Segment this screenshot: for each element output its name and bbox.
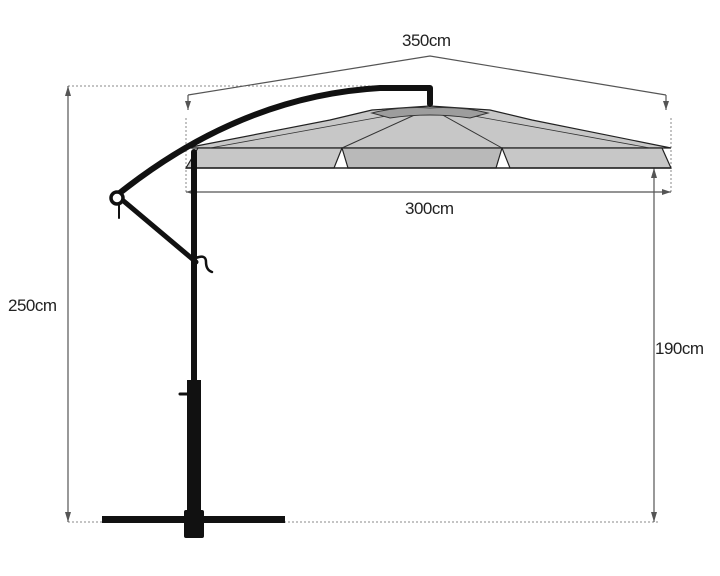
canopy-vent-cap: [370, 107, 490, 119]
roof-dimension-left-arrow: [185, 101, 191, 110]
curved-arm: [113, 85, 433, 199]
canopy-width-right-arrow: [662, 189, 671, 195]
brace-clip: [194, 255, 214, 274]
dimension-label-300: 300cm: [405, 199, 454, 218]
canopy-panel-right: [501, 147, 672, 169]
total-height-bottom-arrow: [65, 512, 71, 522]
umbrella-frame: [102, 85, 433, 538]
base-center-block: [184, 510, 204, 538]
dimension-label-350: 350cm: [402, 31, 451, 50]
clearance-bottom-arrow: [651, 512, 657, 522]
support-brace: [117, 195, 199, 265]
umbrella-canopy: [184, 105, 672, 169]
pole-lower: [187, 380, 201, 532]
canopy-panel-center: [341, 147, 503, 169]
canopy-panel-left: [184, 147, 343, 169]
roof-dimension-line: [187, 55, 667, 96]
dimension-190: 190cm: [651, 168, 704, 522]
dimension-250: 250cm: [8, 86, 71, 522]
roof-dimension-right-arrow: [663, 101, 669, 110]
clearance-top-arrow: [651, 168, 657, 178]
dimension-label-250: 250cm: [8, 296, 57, 315]
dimension-label-190: 190cm: [655, 339, 704, 358]
crank-ring: [109, 190, 125, 206]
total-height-top-arrow: [65, 86, 71, 96]
dimension-350: 350cm: [185, 31, 669, 110]
dimension-300: 300cm: [186, 189, 671, 218]
